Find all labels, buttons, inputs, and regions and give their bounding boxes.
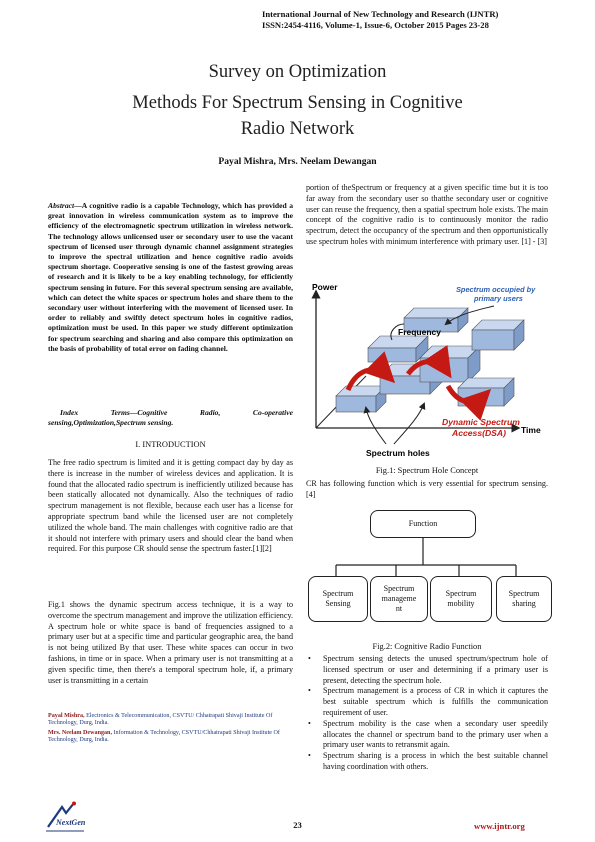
abstract-text: —A cognitive radio is a capable Technolo… [48, 201, 293, 353]
spectrum-sensing-line-1: Spectrum [322, 589, 354, 598]
spectrum-sharing-line-2: sharing [512, 599, 536, 608]
authors: Payal Mishra, Mrs. Neelam Dewangan [218, 156, 377, 167]
occupied-label-line-1: Spectrum occupied by [456, 285, 536, 294]
footnote-author-2-affil: Information & Technology, CSVTU/Chhatrap… [48, 730, 280, 744]
figure-2-caption: Fig.2: Cognitive Radio Function [372, 642, 482, 651]
spectrum-management-line-1: Spectrum [383, 584, 415, 593]
figure-1-caption: Fig.1: Spectrum Hole Concept [375, 466, 479, 475]
spectrum-sensing-line-2: Sensing [325, 599, 351, 608]
footnote-author-1-affil: Electronics & Telecommunication, CSVTU/ … [48, 713, 273, 727]
spectrum-management-line-2: manageme [381, 594, 417, 603]
right-paragraph-1: portion of theSpectrum or frequency at a… [306, 183, 548, 246]
spectrum-mobility-line-1: Spectrum [445, 589, 477, 598]
dsa-arrows [345, 345, 492, 421]
paper-title-line-3: Radio Network [240, 119, 355, 139]
issn-line: ISSN:2454-4116, Volume-1, Issue-6, Octob… [262, 20, 489, 30]
occupied-pointer [444, 305, 495, 326]
journal-url-link[interactable]: www.ijntr.org [474, 821, 525, 831]
intro-paragraph-1: The free radio spectrum is limited and i… [48, 458, 293, 554]
holes-pointer-2 [393, 402, 426, 445]
function-bullet-list: Spectrum sensing detects the unused spec… [306, 654, 548, 773]
paper-title-line-1: Survey on Optimization [208, 62, 387, 82]
dsa-label-line-2: Access(DSA) [451, 428, 506, 438]
cr-function-diagram-lines [335, 538, 517, 576]
spectrum-sharing-line-1: Spectrum [508, 589, 540, 598]
spectrum-mobility-line-2: mobility [447, 599, 475, 608]
footnote-author-1: Payal Mishra, Electronics & Telecommunic… [48, 713, 293, 728]
journal-name: International Journal of New Technology … [262, 9, 499, 19]
holes-pointer-1 [363, 406, 387, 445]
bullet-spectrum-sensing: Spectrum sensing detects the unused spec… [306, 654, 548, 686]
index-terms: Index Terms—Cognitive Radio, Co-operativ… [48, 408, 293, 428]
abstract: Abstract—A cognitive radio is a capable … [48, 201, 293, 354]
footnote-author-2-name: Mrs. Neelam Dewangan, [48, 730, 112, 736]
svg-text:NextGen: NextGen [55, 818, 86, 827]
cr-intro-text: CR has following function which is very … [306, 479, 548, 499]
function-root-label: Function [408, 519, 438, 528]
bullet-spectrum-management: Spectrum management is a process of CR i… [306, 686, 548, 718]
abstract-label: Abstract [48, 201, 75, 210]
frequency-label: Frequency [398, 327, 441, 337]
time-label: Time [521, 425, 541, 435]
section-heading-introduction: I. INTRODUCTION [135, 440, 206, 449]
nextgen-logo: NextGen [46, 801, 86, 832]
spectrum-management-line-3: nt [395, 604, 403, 613]
function-root-box: Function [370, 510, 476, 538]
occupied-label-line-2: primary users [473, 294, 523, 303]
footnote-author-2: Mrs. Neelam Dewangan, Information & Tech… [48, 730, 293, 745]
holes-label: Spectrum holes [366, 448, 430, 458]
bullet-spectrum-mobility: Spectrum mobility is the case when a sec… [306, 719, 548, 751]
bullet-spectrum-sharing: Spectrum sharing is a process in which t… [306, 751, 548, 773]
frequency-pointer [390, 323, 405, 341]
dsa-label-line-1: Dynamic Spectrum [442, 417, 520, 427]
page-number: 23 [293, 820, 302, 830]
paper-title-line-2: Methods For Spectrum Sensing in Cognitiv… [132, 93, 463, 113]
footnote-author-1-name: Payal Mishra, [48, 713, 85, 719]
intro-paragraph-2: Fig.1 shows the dynamic spectrum access … [48, 600, 293, 685]
power-label: Power [312, 282, 338, 292]
spectrum-hole-figure: Power Frequency Spectrum occupied by pri… [311, 282, 541, 458]
